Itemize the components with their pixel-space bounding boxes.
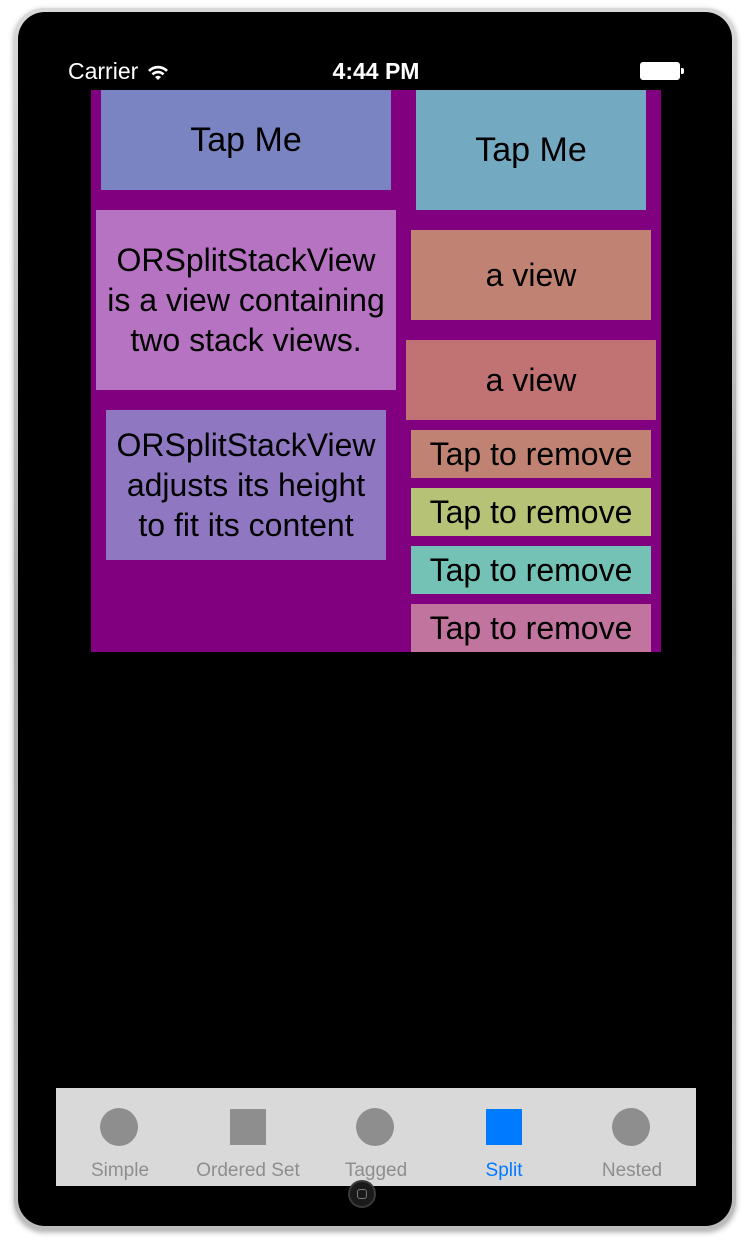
tap-to-remove-button[interactable]: Tap to remove [411, 430, 651, 478]
right-view-1-label: a view [485, 257, 577, 293]
tap-to-remove-button[interactable]: Tap to remove [411, 604, 651, 652]
carrier-label: Carrier [68, 58, 139, 84]
tab-tagged[interactable]: Tagged [312, 1088, 440, 1186]
tab-label: Tagged [344, 1160, 408, 1181]
battery-body [640, 62, 680, 80]
tap-to-remove-button[interactable]: Tap to remove [411, 546, 651, 594]
battery-icon [640, 62, 684, 80]
status-bar: Carrier 4:44 PM [56, 52, 696, 90]
square-icon [486, 1109, 522, 1145]
left-adjust-text: ORSplitStackView adjusts its height to f… [116, 427, 376, 543]
tap-to-remove-label: Tap to remove [429, 494, 633, 530]
circle-icon [100, 1108, 138, 1146]
wifi-icon [148, 65, 169, 80]
tap-to-remove-label: Tap to remove [429, 610, 633, 646]
tab-label: Split [485, 1160, 523, 1181]
circle-icon [356, 1108, 394, 1146]
left-adjust-view: ORSplitStackView adjusts its height to f… [106, 410, 386, 560]
tap-to-remove-label: Tap to remove [429, 436, 633, 472]
circle-icon [612, 1108, 650, 1146]
tab-label: Simple [90, 1160, 150, 1181]
tap-to-remove-button[interactable]: Tap to remove [411, 488, 651, 536]
tab-bar: Simple Ordered Set Tagged Split Nested [56, 1088, 696, 1186]
right-view-2: a view [406, 340, 656, 420]
tab-nested[interactable]: Nested [568, 1088, 696, 1186]
right-view-2-label: a view [485, 362, 577, 398]
right-view-1: a view [411, 230, 651, 320]
left-description-view: ORSplitStackView is a view containing tw… [96, 210, 396, 390]
tap-to-remove-label: Tap to remove [429, 552, 633, 588]
left-description-text: ORSplitStackView is a view containing tw… [107, 242, 385, 358]
tab-simple[interactable]: Simple [56, 1088, 184, 1186]
carrier-group: Carrier [68, 58, 170, 85]
home-button[interactable] [348, 1180, 376, 1208]
tab-label: Nested [601, 1160, 663, 1181]
right-tap-me-label: Tap Me [475, 131, 587, 169]
screen: Carrier 4:44 PM Tap Me ORSplitStackView … [56, 52, 696, 1188]
right-tap-me-button[interactable]: Tap Me [416, 90, 646, 210]
left-tap-me-button[interactable]: Tap Me [101, 90, 391, 190]
status-time: 4:44 PM [332, 58, 420, 84]
left-tap-me-label: Tap Me [190, 121, 302, 159]
split-stack-view: Tap Me ORSplitStackView is a view contai… [91, 90, 661, 652]
square-icon [230, 1109, 266, 1145]
home-button-icon [357, 1189, 367, 1199]
tab-ordered-set[interactable]: Ordered Set [184, 1088, 312, 1186]
battery-tip [681, 68, 684, 74]
tab-label: Ordered Set [196, 1160, 300, 1181]
tab-split[interactable]: Split [440, 1088, 568, 1186]
